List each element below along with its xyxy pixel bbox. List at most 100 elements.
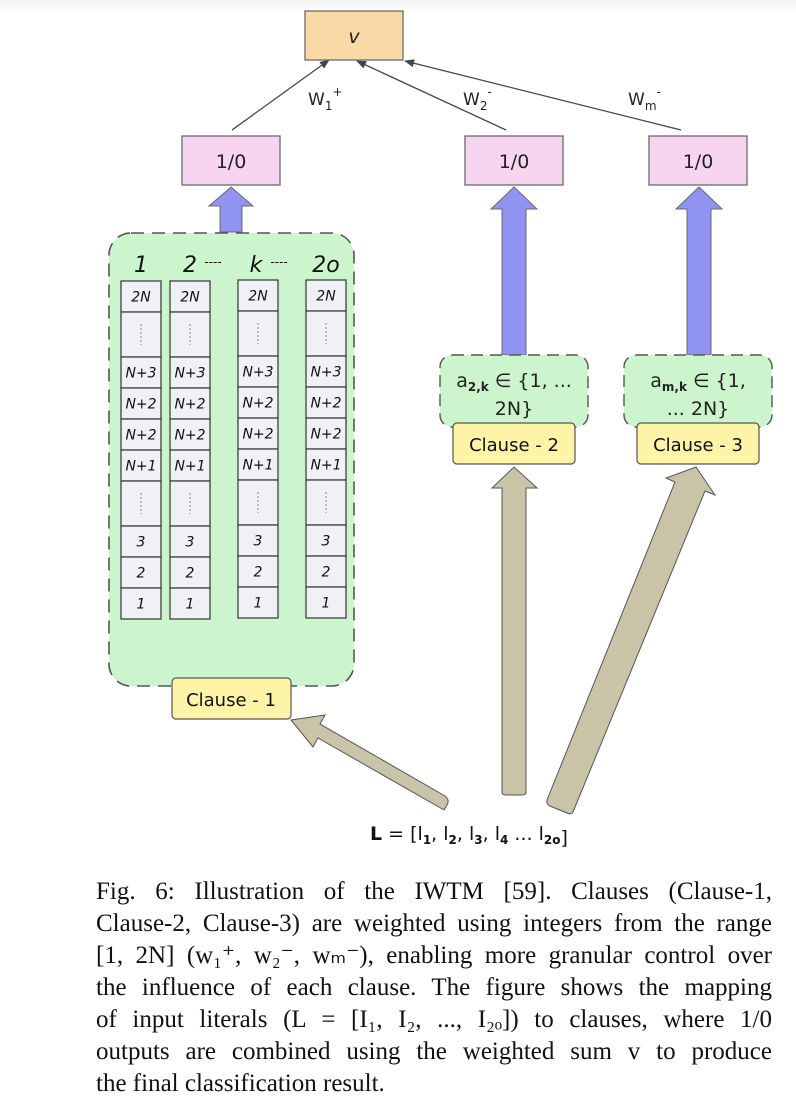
state-cell-label: 2N bbox=[316, 289, 336, 305]
clause1-output-arrow bbox=[207, 186, 255, 233]
state-cell-label: 1 bbox=[322, 596, 331, 612]
caption-line: Clause-2, Clause-3) are weighted using i… bbox=[96, 910, 772, 937]
state-cell bbox=[120, 556, 162, 589]
weight-edge-2 bbox=[356, 60, 507, 131]
weight-label-1: W1+ bbox=[308, 85, 343, 113]
output-label-1: 1/0 bbox=[216, 151, 247, 173]
state-cell-label: N+2 bbox=[174, 397, 205, 413]
state-cell bbox=[237, 586, 279, 619]
state-cell-label: N+3 bbox=[125, 366, 156, 382]
clause3-state-line1: am,k ∈ {1, bbox=[650, 370, 746, 394]
column-header: k bbox=[250, 253, 264, 278]
state-cell-label: 3 bbox=[322, 534, 331, 550]
clause2-label: Clause - 2 bbox=[469, 435, 559, 456]
state-cell bbox=[237, 279, 279, 312]
caption-line: outputs are combined using the weighted … bbox=[96, 1038, 772, 1065]
state-cell bbox=[305, 586, 347, 619]
literal: l bbox=[469, 823, 474, 845]
state-cell bbox=[120, 480, 162, 527]
sum-node bbox=[304, 10, 404, 61]
state-cell bbox=[305, 524, 347, 557]
state-cell bbox=[169, 418, 211, 451]
state-cell-label: 2N bbox=[131, 290, 151, 306]
clause1-label: Clause - 1 bbox=[186, 690, 276, 711]
figure-caption: Fig. 6: Illustration of the IWTM [59]. C… bbox=[96, 876, 772, 1100]
clause2-output-arrow bbox=[489, 186, 539, 356]
input-arrow-clause3 bbox=[546, 466, 717, 815]
svg-text:Wm-: Wm- bbox=[628, 85, 661, 113]
state-cell-label: 2 bbox=[254, 565, 263, 581]
sum-node-label: v bbox=[348, 26, 360, 48]
state-cell bbox=[305, 479, 347, 526]
caption-line: Fig. 6: Illustration of the IWTM [59]. C… bbox=[96, 878, 772, 905]
literal: l bbox=[539, 823, 544, 845]
state-cell bbox=[169, 556, 211, 589]
state-cell-label: N+2 bbox=[310, 427, 341, 443]
literal: l bbox=[418, 823, 423, 845]
state-cell bbox=[169, 587, 211, 620]
column-header-separator: ---- bbox=[204, 255, 221, 269]
state-cell-label: N+3 bbox=[174, 366, 205, 382]
state-cell bbox=[120, 587, 162, 620]
clause1-column-headers: 1 2 ---- k ---- 2o bbox=[134, 253, 340, 278]
state-cell-label: 2 bbox=[322, 565, 331, 581]
caption-line: the influence of each clause. The figure… bbox=[96, 974, 772, 1001]
input-literals: L = [l1, l2, l3, l4 ... l2o] bbox=[370, 823, 568, 849]
state-cell-label: 3 bbox=[254, 534, 263, 550]
clause3-label: Clause - 3 bbox=[653, 435, 743, 456]
state-cell bbox=[169, 311, 211, 358]
svg-text:W1+: W1+ bbox=[308, 85, 343, 113]
output-box-1 bbox=[181, 135, 281, 186]
input-arrow-clause1 bbox=[290, 714, 449, 811]
state-cell bbox=[237, 524, 279, 557]
weight-label-2: W2- bbox=[463, 85, 492, 113]
state-cell bbox=[305, 448, 347, 481]
weight-edge-m bbox=[404, 59, 682, 131]
literal: l bbox=[443, 823, 448, 845]
output-box-2 bbox=[464, 135, 564, 186]
clause1-label-box bbox=[171, 677, 292, 720]
state-cell bbox=[169, 449, 211, 482]
column-header: 1 bbox=[134, 253, 148, 278]
clause2-state-line2: 2N} bbox=[495, 398, 533, 420]
weight-label-m: Wm- bbox=[628, 85, 661, 113]
output-label-2: 1/0 bbox=[499, 151, 530, 173]
state-cell-label: N+2 bbox=[310, 396, 341, 412]
state-cell-label: 2 bbox=[137, 566, 146, 582]
column-header: 2o bbox=[312, 253, 339, 278]
clause3-label-box bbox=[636, 422, 760, 465]
top-edge-shade bbox=[0, 0, 796, 14]
state-cell-label: 2 bbox=[186, 566, 195, 582]
state-cell bbox=[305, 310, 347, 357]
state-cell bbox=[120, 418, 162, 451]
state-cell-label: 1 bbox=[254, 596, 263, 612]
svg-text:W2-: W2- bbox=[463, 85, 492, 113]
state-cell-label: N+3 bbox=[242, 365, 273, 381]
weight-edge-1 bbox=[231, 59, 330, 131]
clause2-label-box bbox=[452, 422, 576, 465]
state-cell bbox=[237, 479, 279, 526]
state-cell-label: 3 bbox=[186, 535, 195, 551]
state-cell-label: N+2 bbox=[125, 428, 156, 444]
state-cell-label: N+1 bbox=[125, 459, 156, 475]
state-cell-label: N+2 bbox=[242, 396, 273, 412]
state-cell-label: N+1 bbox=[174, 459, 205, 475]
state-cell-label: 1 bbox=[186, 597, 195, 613]
state-cell bbox=[305, 279, 347, 312]
clause3-state-line2: ... 2N} bbox=[667, 398, 730, 420]
state-cell bbox=[305, 355, 347, 388]
state-cell-label: N+3 bbox=[310, 365, 341, 381]
clause1-state-columns: 2NN+3N+2N+2N+13212NN+3N+2N+2N+13212NN+3N… bbox=[120, 279, 347, 620]
state-cell-label: 2N bbox=[180, 290, 200, 306]
column-header: 2 bbox=[183, 253, 197, 278]
output-label-3: 1/0 bbox=[683, 151, 714, 173]
state-cell bbox=[237, 310, 279, 357]
literal: l bbox=[495, 823, 500, 845]
state-cell bbox=[120, 449, 162, 482]
column-header-separator: ---- bbox=[270, 255, 287, 269]
caption-line: of input literals (L = [I₁, I₂, ..., I₂ₒ… bbox=[96, 1006, 772, 1033]
caption-line: the final classification result. bbox=[96, 1070, 385, 1097]
state-cell-label: N+2 bbox=[242, 427, 273, 443]
state-cell bbox=[169, 480, 211, 527]
